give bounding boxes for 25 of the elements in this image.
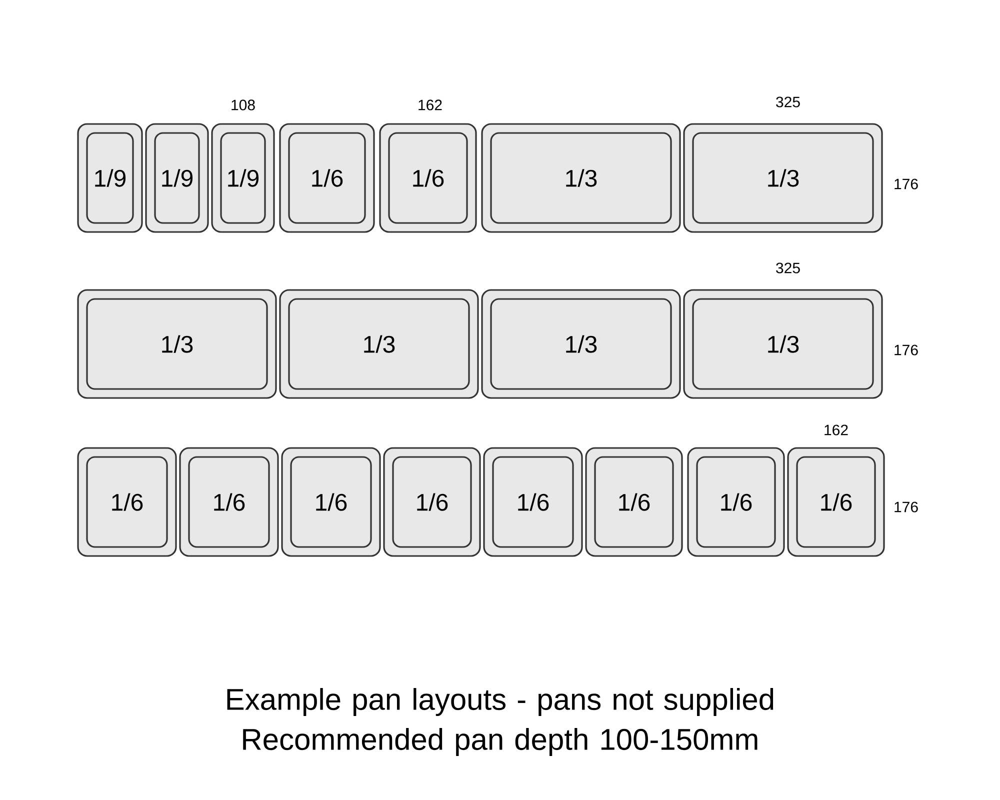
dimension-label: 325 <box>776 96 800 108</box>
pan: 1/6 <box>787 447 885 557</box>
pan: 1/6 <box>483 447 583 557</box>
pan: 1/6 <box>585 447 683 557</box>
pan: 1/6 <box>77 447 177 557</box>
pan: 1/6 <box>281 447 381 557</box>
dimension-label: 162 <box>418 100 442 110</box>
pan: 1/6 <box>279 123 375 233</box>
pan: 1/6 <box>179 447 279 557</box>
pan: 1/3 <box>683 289 883 399</box>
pan: 1/3 <box>77 289 277 399</box>
caption: Example pan layouts - pans not supplied Recommended pan depth 100-150mm <box>227 688 774 756</box>
pan: 1/9 <box>211 123 275 233</box>
pan: 1/3 <box>279 289 479 399</box>
pan: 1/3 <box>481 289 681 399</box>
pan: 1/9 <box>77 123 143 233</box>
pan: 1/6 <box>687 447 785 557</box>
pan: 1/6 <box>379 123 477 233</box>
dimension-label: 108 <box>232 100 255 110</box>
pan: 1/6 <box>383 447 481 557</box>
pan: 1/3 <box>683 123 883 233</box>
pan: 1/9 <box>145 123 209 233</box>
pan: 1/3 <box>481 123 681 233</box>
dimension-label: 162 <box>824 424 848 436</box>
dimension-label: 325 <box>776 262 800 274</box>
